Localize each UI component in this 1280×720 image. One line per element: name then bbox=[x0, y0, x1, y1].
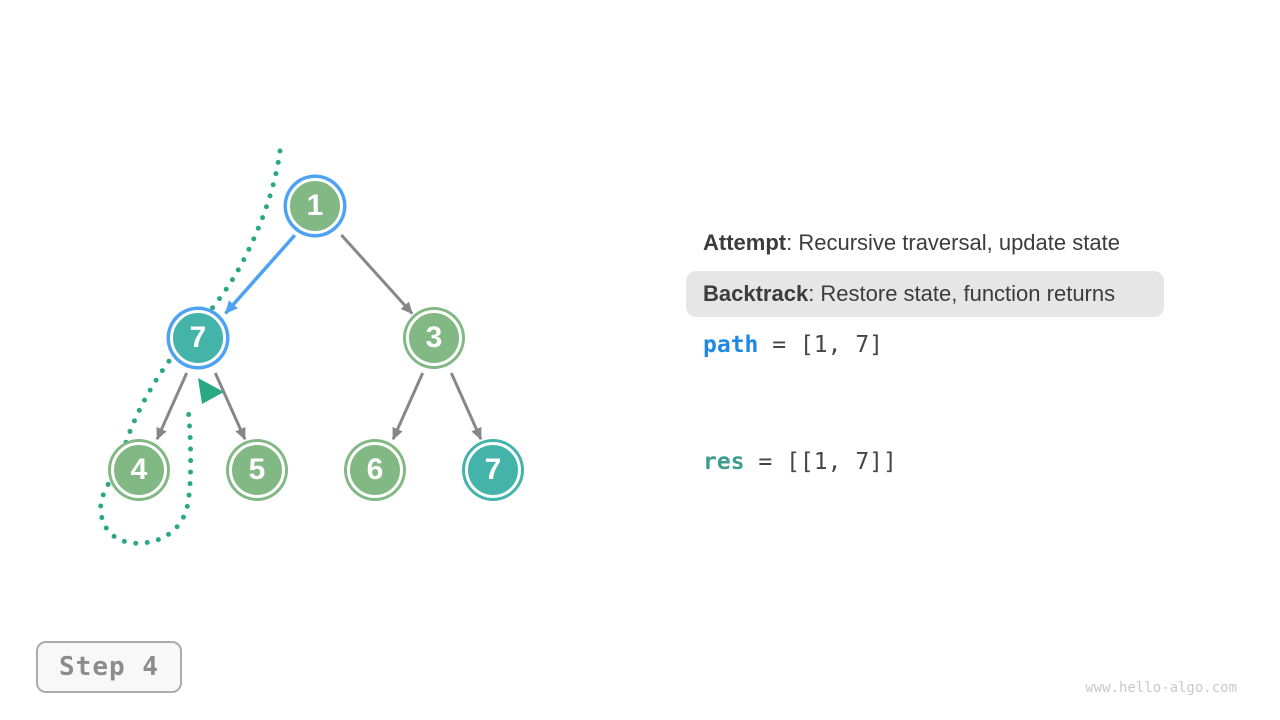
backtrack-legend-highlighted: Backtrack: Restore state, function retur… bbox=[686, 271, 1164, 317]
tree-node-label: 7 bbox=[484, 453, 502, 486]
path-variable-name: path bbox=[703, 332, 759, 358]
step-label: Step 4 bbox=[59, 652, 159, 682]
tree-node-7-current: 7 bbox=[170, 310, 226, 366]
res-variable-line: res = [[1, 7]] bbox=[703, 449, 897, 476]
attempt-legend: Attempt: Recursive traversal, update sta… bbox=[703, 230, 1120, 256]
tree-node-label: 5 bbox=[248, 453, 266, 486]
edge-1-to-7-active bbox=[224, 234, 297, 315]
tree-node-5: 5 bbox=[229, 442, 285, 498]
backtrack-text: : Restore state, function returns bbox=[808, 281, 1116, 306]
backtrack-label: Backtrack bbox=[703, 281, 809, 306]
edge-7-to-4 bbox=[155, 372, 189, 441]
backtrack-trail-arrowhead-icon bbox=[198, 378, 224, 404]
attempt-label: Attempt bbox=[703, 230, 787, 255]
tree-node-7-leaf: 7 bbox=[465, 442, 521, 498]
tree-node-label: 7 bbox=[189, 321, 207, 354]
tree-node-label: 3 bbox=[425, 321, 443, 354]
tree-node-6: 6 bbox=[347, 442, 403, 498]
edge-7-to-5 bbox=[213, 372, 247, 441]
tree-node-3: 3 bbox=[406, 310, 462, 366]
step-badge: Step 4 bbox=[36, 641, 182, 693]
path-variable-value: = [1, 7] bbox=[758, 332, 884, 358]
tree-node-4: 4 bbox=[111, 442, 167, 498]
edge-3-to-7 bbox=[449, 372, 483, 441]
watermark-url: www.hello-algo.com bbox=[1085, 680, 1237, 696]
res-variable-name: res bbox=[703, 449, 745, 475]
edge-1-to-3 bbox=[340, 233, 414, 315]
path-variable-line: path = [1, 7] bbox=[703, 332, 883, 359]
res-variable-value: = [[1, 7]] bbox=[744, 449, 897, 475]
attempt-text: : Recursive traversal, update state bbox=[786, 230, 1120, 255]
tree-node-label: 1 bbox=[306, 189, 324, 222]
tree-node-root-1: 1 bbox=[287, 178, 343, 234]
tree-node-label: 6 bbox=[366, 453, 384, 486]
edge-3-to-6 bbox=[391, 372, 425, 441]
tree-node-label: 4 bbox=[130, 453, 148, 486]
